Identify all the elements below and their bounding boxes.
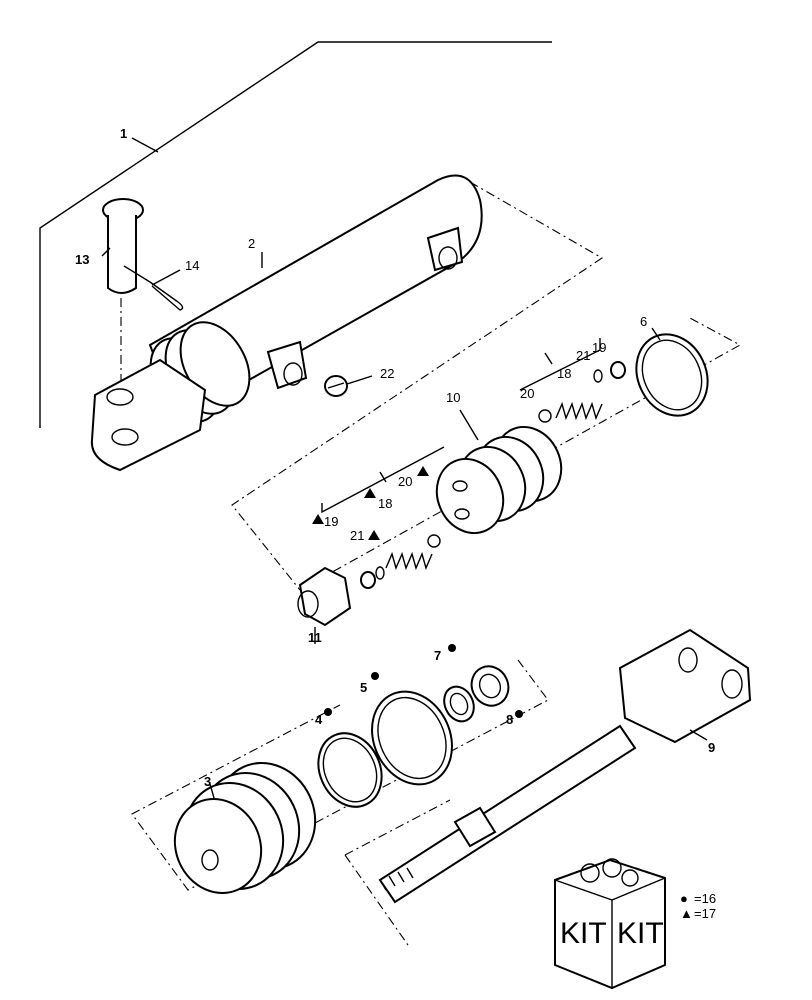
lower-o-ring	[375, 566, 385, 580]
callout-2: 2	[248, 236, 255, 251]
plug-screw	[324, 375, 373, 397]
callout-1: 1	[120, 126, 127, 141]
callout-9: 9	[708, 740, 715, 755]
callout-21-upper: 21	[576, 348, 590, 363]
gland-head	[173, 762, 317, 894]
wiper-seal-7	[443, 685, 475, 723]
callout-18-upper: 18	[557, 366, 571, 381]
lower-spring	[385, 551, 433, 571]
bushing-8	[470, 665, 510, 707]
callout-21-lower: 21	[350, 528, 364, 543]
callout-18-lower: 18	[378, 496, 392, 511]
kit-markers	[312, 466, 523, 718]
assembly-bracket-1	[39, 41, 552, 428]
callout-13: 13	[75, 252, 89, 267]
kit-label-left: KIT	[560, 917, 607, 950]
callout-10: 10	[446, 390, 460, 405]
callout-3: 3	[204, 774, 211, 789]
callout-4: 4	[315, 712, 323, 727]
upper-set-screw	[610, 361, 626, 379]
callout-22: 22	[380, 366, 394, 381]
lower-ball	[427, 534, 441, 548]
callout-14: 14	[185, 258, 199, 273]
lock-nut	[297, 566, 352, 644]
upper-ball	[538, 409, 552, 423]
head-group-outline	[131, 659, 549, 891]
callout-7: 7	[434, 648, 441, 663]
seal-ring-4	[317, 732, 383, 808]
kit-label-right: KIT	[617, 917, 664, 950]
callout-20-upper: 20	[520, 386, 534, 401]
callout-19-lower: 19	[324, 514, 338, 529]
callout-6: 6	[640, 314, 647, 329]
callout-20-lower: 20	[398, 474, 412, 489]
cotter-pin	[123, 265, 184, 311]
rod-outline	[344, 799, 451, 856]
callout-8: 8	[506, 712, 513, 727]
clevis-pin	[102, 198, 144, 380]
upper-o-ring	[593, 369, 603, 383]
cylinder-barrel	[90, 174, 483, 472]
piston	[435, 426, 563, 534]
seal-ring-6	[635, 333, 709, 417]
legend-circle-symbol: ●	[680, 891, 688, 906]
piston-rod	[378, 628, 752, 904]
kit-box-illustration	[554, 858, 666, 990]
callout-5: 5	[360, 680, 367, 695]
lower-set-screw	[360, 571, 376, 589]
upper-spring	[555, 401, 603, 421]
legend-triangle-text: =17	[694, 906, 716, 921]
callout-11: 11	[308, 630, 322, 645]
legend-circle-text: =16	[694, 891, 716, 906]
callout-19-upper: 19	[592, 340, 606, 355]
seal-ring-5	[371, 690, 453, 786]
legend-triangle-symbol: ▲	[680, 906, 693, 921]
piston-group-outline	[231, 181, 604, 591]
